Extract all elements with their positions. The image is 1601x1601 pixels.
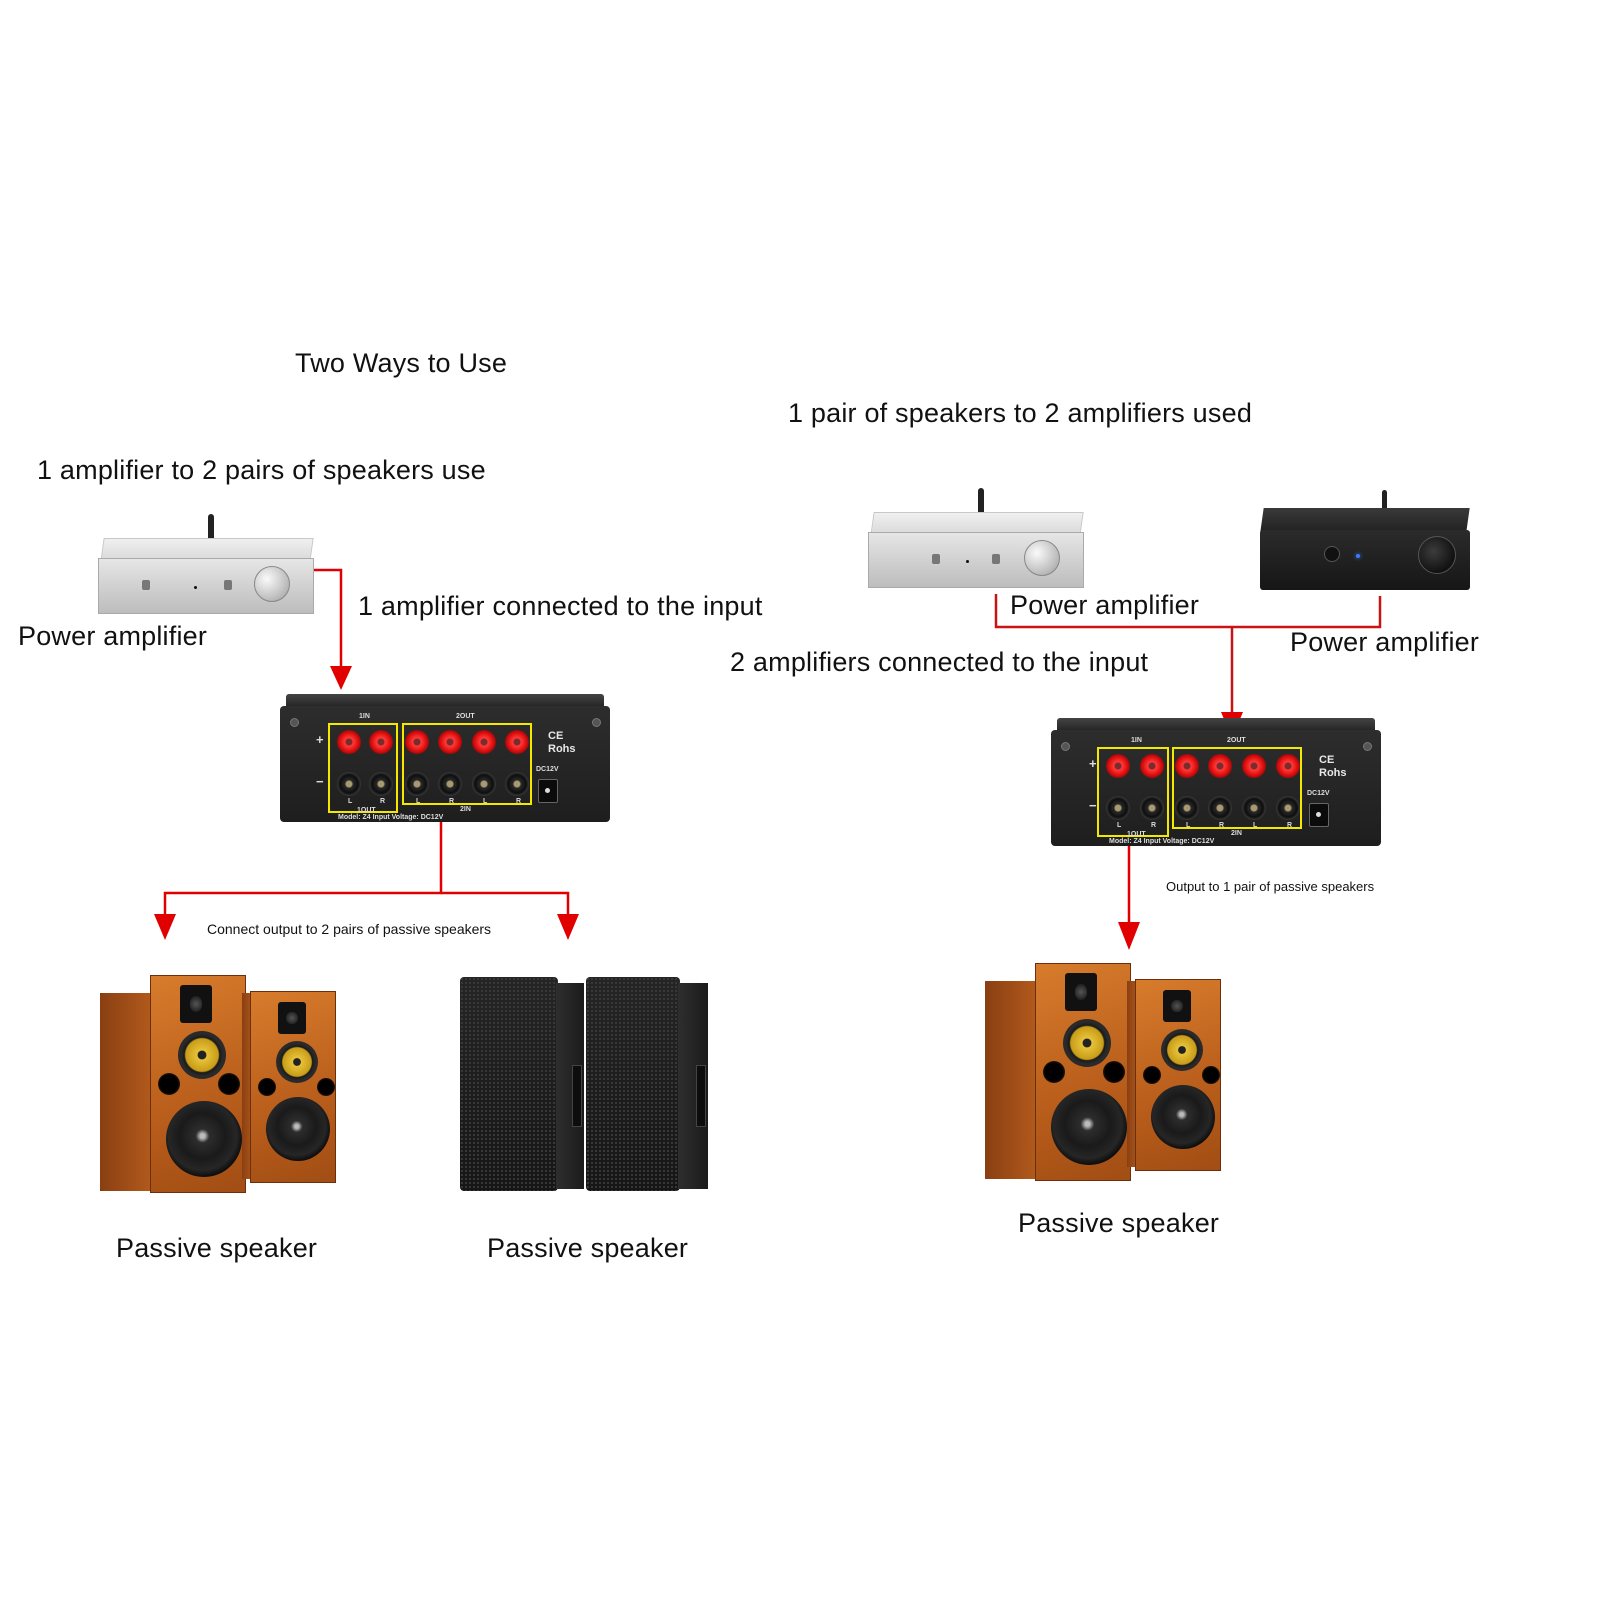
power-button: [1324, 546, 1340, 562]
dc-jack: [1309, 803, 1329, 827]
label-dc12v: DC12V: [1307, 790, 1330, 797]
left-amplifier-label: Power amplifier: [18, 621, 208, 651]
input-switch: [224, 580, 232, 590]
power-switch: [142, 580, 150, 590]
label-1in: 1IN: [359, 713, 370, 720]
input-group-frame: [328, 723, 398, 813]
led-indicator: [966, 560, 969, 563]
antenna: [208, 514, 214, 542]
silver-amplifier-right: [868, 488, 1084, 588]
wooden-speaker-pair-right: [985, 963, 1225, 1183]
arrow-left-input: [330, 666, 352, 690]
wooden-speaker-pair-left: [100, 975, 340, 1195]
label-2in: 2IN: [460, 806, 471, 813]
label-2in: 2IN: [1231, 830, 1242, 837]
ce-rohs-label: CE Rohs: [1319, 754, 1347, 779]
volume-knob: [1418, 536, 1456, 574]
label-plus: +: [316, 732, 324, 747]
right-heading: 1 pair of speakers to 2 amplifiers used: [788, 398, 1253, 428]
speaker-switch-box-right: 1IN 2OUT + − L R L R L R 1OUT 2IN CE Roh…: [1051, 718, 1381, 846]
label-2out: 2OUT: [1227, 737, 1246, 744]
arrow-right-speaker: [1118, 922, 1140, 950]
model-label: Model: Z4 Input Voltage: DC12V: [1109, 838, 1215, 845]
arrow-left-speaker-2: [557, 914, 579, 940]
wire-left-box-to-speakers: [163, 818, 443, 916]
antenna: [1382, 490, 1387, 516]
right-amplifier-label-1: Power amplifier: [1010, 590, 1200, 620]
right-output-label: Output to 1 pair of passive speakers: [1166, 879, 1375, 894]
label-minus: −: [316, 774, 324, 789]
volume-knob: [1024, 540, 1060, 576]
right-amplifier-label-2: Power amplifier: [1290, 627, 1480, 657]
black-amplifier: [1260, 490, 1470, 590]
label-minus: −: [1089, 798, 1097, 813]
blue-led: [1356, 554, 1360, 558]
label-1out: 1OUT: [357, 807, 376, 814]
output-group-frame: [1172, 747, 1302, 829]
left-output-label: Connect output to 2 pairs of passive spe…: [207, 921, 492, 937]
volume-knob: [254, 566, 290, 602]
left-heading: 1 amplifier to 2 pairs of speakers use: [37, 455, 486, 485]
page-title: Two Ways to Use: [295, 348, 508, 378]
wire-left-branch-right: [441, 891, 570, 916]
label-2out: 2OUT: [456, 713, 475, 720]
pa-speaker-pair: [460, 975, 716, 1195]
silver-amplifier: [98, 514, 314, 614]
left-speaker-label-2: Passive speaker: [487, 1233, 689, 1263]
label-1out: 1OUT: [1127, 831, 1146, 838]
left-speaker-label-1: Passive speaker: [116, 1233, 318, 1263]
output-group-frame: [402, 723, 532, 805]
speaker-switch-box-left: 1IN 2OUT + − L R L R L R 1OUT 2IN CE Roh…: [280, 694, 610, 822]
input-group-frame: [1097, 747, 1169, 837]
input-switch: [992, 554, 1000, 564]
label-plus: +: [1089, 756, 1097, 771]
arrow-left-speaker-1: [154, 914, 176, 940]
antenna: [978, 488, 984, 516]
left-input-label: 1 amplifier connected to the input: [358, 591, 763, 621]
led-indicator: [194, 586, 197, 589]
label-1in: 1IN: [1131, 737, 1142, 744]
power-switch: [932, 554, 940, 564]
ce-rohs-label: CE Rohs: [548, 730, 576, 755]
model-label: Model: Z4 Input Voltage: DC12V: [338, 814, 444, 821]
label-dc12v: DC12V: [536, 766, 559, 773]
right-input-label: 2 amplifiers connected to the input: [730, 647, 1149, 677]
wire-left-amp-to-box: [311, 568, 343, 668]
right-speaker-label: Passive speaker: [1018, 1208, 1220, 1238]
dc-jack: [538, 779, 558, 803]
